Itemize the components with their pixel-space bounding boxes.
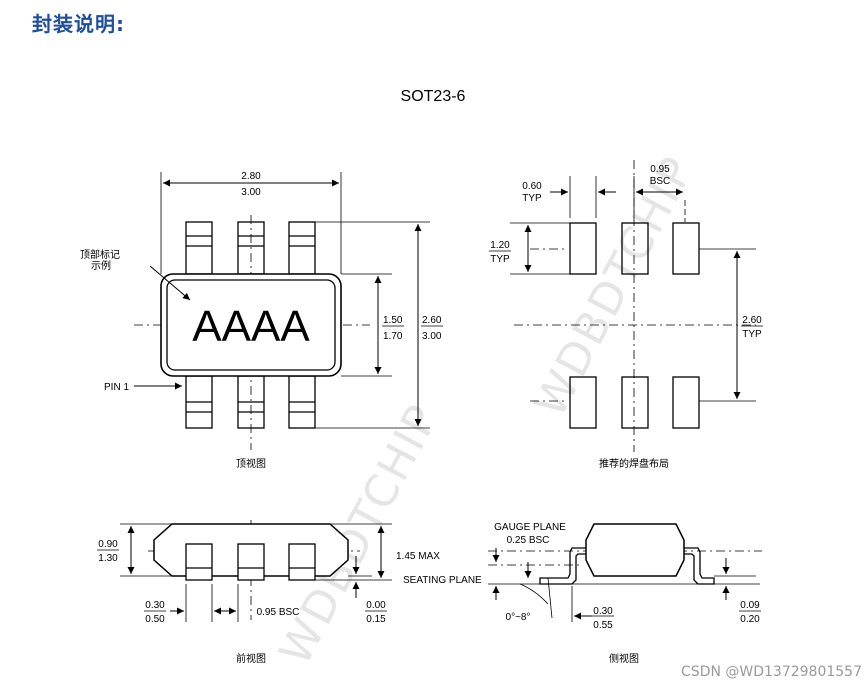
pad-5 bbox=[621, 376, 649, 429]
front-height-max: 1.30 bbox=[98, 553, 118, 564]
pad-pitch-note: BSC bbox=[650, 176, 671, 187]
side-lead-right bbox=[684, 547, 715, 585]
pad-width-note: TYP bbox=[522, 193, 542, 204]
thickness-min: 0.09 bbox=[740, 600, 760, 611]
front-view bbox=[120, 520, 392, 622]
front-lead-1 bbox=[185, 543, 213, 581]
marking-text: AAAA bbox=[192, 302, 310, 351]
side-view bbox=[488, 523, 762, 622]
marking-label-2: 示例 bbox=[91, 259, 111, 272]
standoff-max: 0.15 bbox=[366, 614, 386, 625]
seating-plane-label: SEATING PLANE bbox=[403, 575, 482, 586]
top-leads-upper bbox=[185, 221, 316, 275]
marking-label-1: 顶部标记 bbox=[80, 248, 120, 261]
page-heading: 封装说明: bbox=[32, 12, 125, 36]
gauge-plane-dim: 0.25 BSC bbox=[507, 535, 550, 546]
top-body-min: 1.50 bbox=[383, 315, 403, 326]
foot-max: 0.55 bbox=[593, 620, 613, 631]
front-max-height: 1.45 MAX bbox=[396, 551, 440, 562]
footer-credit: CSDN @WD13729801557 bbox=[681, 664, 862, 680]
pad-height-value: 1.20 bbox=[490, 240, 510, 251]
land-pattern bbox=[510, 160, 756, 452]
pad-span-value: 2.60 bbox=[742, 315, 762, 326]
top-body-inner bbox=[166, 279, 336, 371]
marking-pointer bbox=[149, 265, 191, 301]
top-leads-lower bbox=[185, 375, 316, 429]
pad-4 bbox=[569, 376, 597, 429]
package-title: SOT23-6 bbox=[400, 88, 466, 105]
angle-arc bbox=[519, 583, 549, 605]
top-height-max: 3.00 bbox=[422, 331, 442, 342]
side-view-caption: 侧视图 bbox=[609, 652, 639, 665]
pad-1 bbox=[569, 222, 597, 275]
top-view bbox=[134, 172, 430, 450]
top-height-min: 2.60 bbox=[422, 315, 442, 326]
pad-width-value: 0.60 bbox=[522, 181, 542, 192]
thickness-max: 0.20 bbox=[740, 614, 760, 625]
front-view-caption: 前视图 bbox=[236, 652, 266, 665]
watermark-1: WDBDTCHIP bbox=[525, 148, 705, 425]
top-body-max: 1.70 bbox=[383, 331, 403, 342]
pad-span-note: TYP bbox=[742, 329, 762, 340]
front-lead-2 bbox=[237, 543, 265, 581]
pad-pitch-value: 0.95 bbox=[650, 164, 670, 175]
top-width-min: 2.80 bbox=[241, 171, 261, 182]
pad-2 bbox=[621, 222, 649, 275]
top-view-caption: 顶视图 bbox=[236, 457, 266, 470]
pad-6 bbox=[672, 376, 700, 429]
pin1-label: PIN 1 bbox=[104, 382, 129, 393]
pad-3 bbox=[672, 222, 700, 275]
foot-min: 0.30 bbox=[593, 606, 613, 617]
gauge-plane-label: GAUGE PLANE bbox=[494, 522, 566, 533]
front-height-min: 0.90 bbox=[98, 539, 118, 550]
top-width-max: 3.00 bbox=[241, 187, 261, 198]
standoff-min: 0.00 bbox=[366, 600, 386, 611]
side-body bbox=[585, 523, 685, 577]
top-body-outline bbox=[160, 273, 342, 377]
front-lead-min: 0.30 bbox=[145, 600, 165, 611]
front-pitch: 0.95 BSC bbox=[257, 607, 300, 618]
front-lead-3 bbox=[288, 543, 316, 581]
front-lead-max: 0.50 bbox=[145, 614, 165, 625]
land-pattern-caption: 推荐的焊盘布局 bbox=[599, 457, 669, 470]
lead-angle: 0°~8° bbox=[506, 612, 531, 623]
side-lead-left bbox=[539, 547, 586, 585]
pad-height-note: TYP bbox=[490, 254, 510, 265]
